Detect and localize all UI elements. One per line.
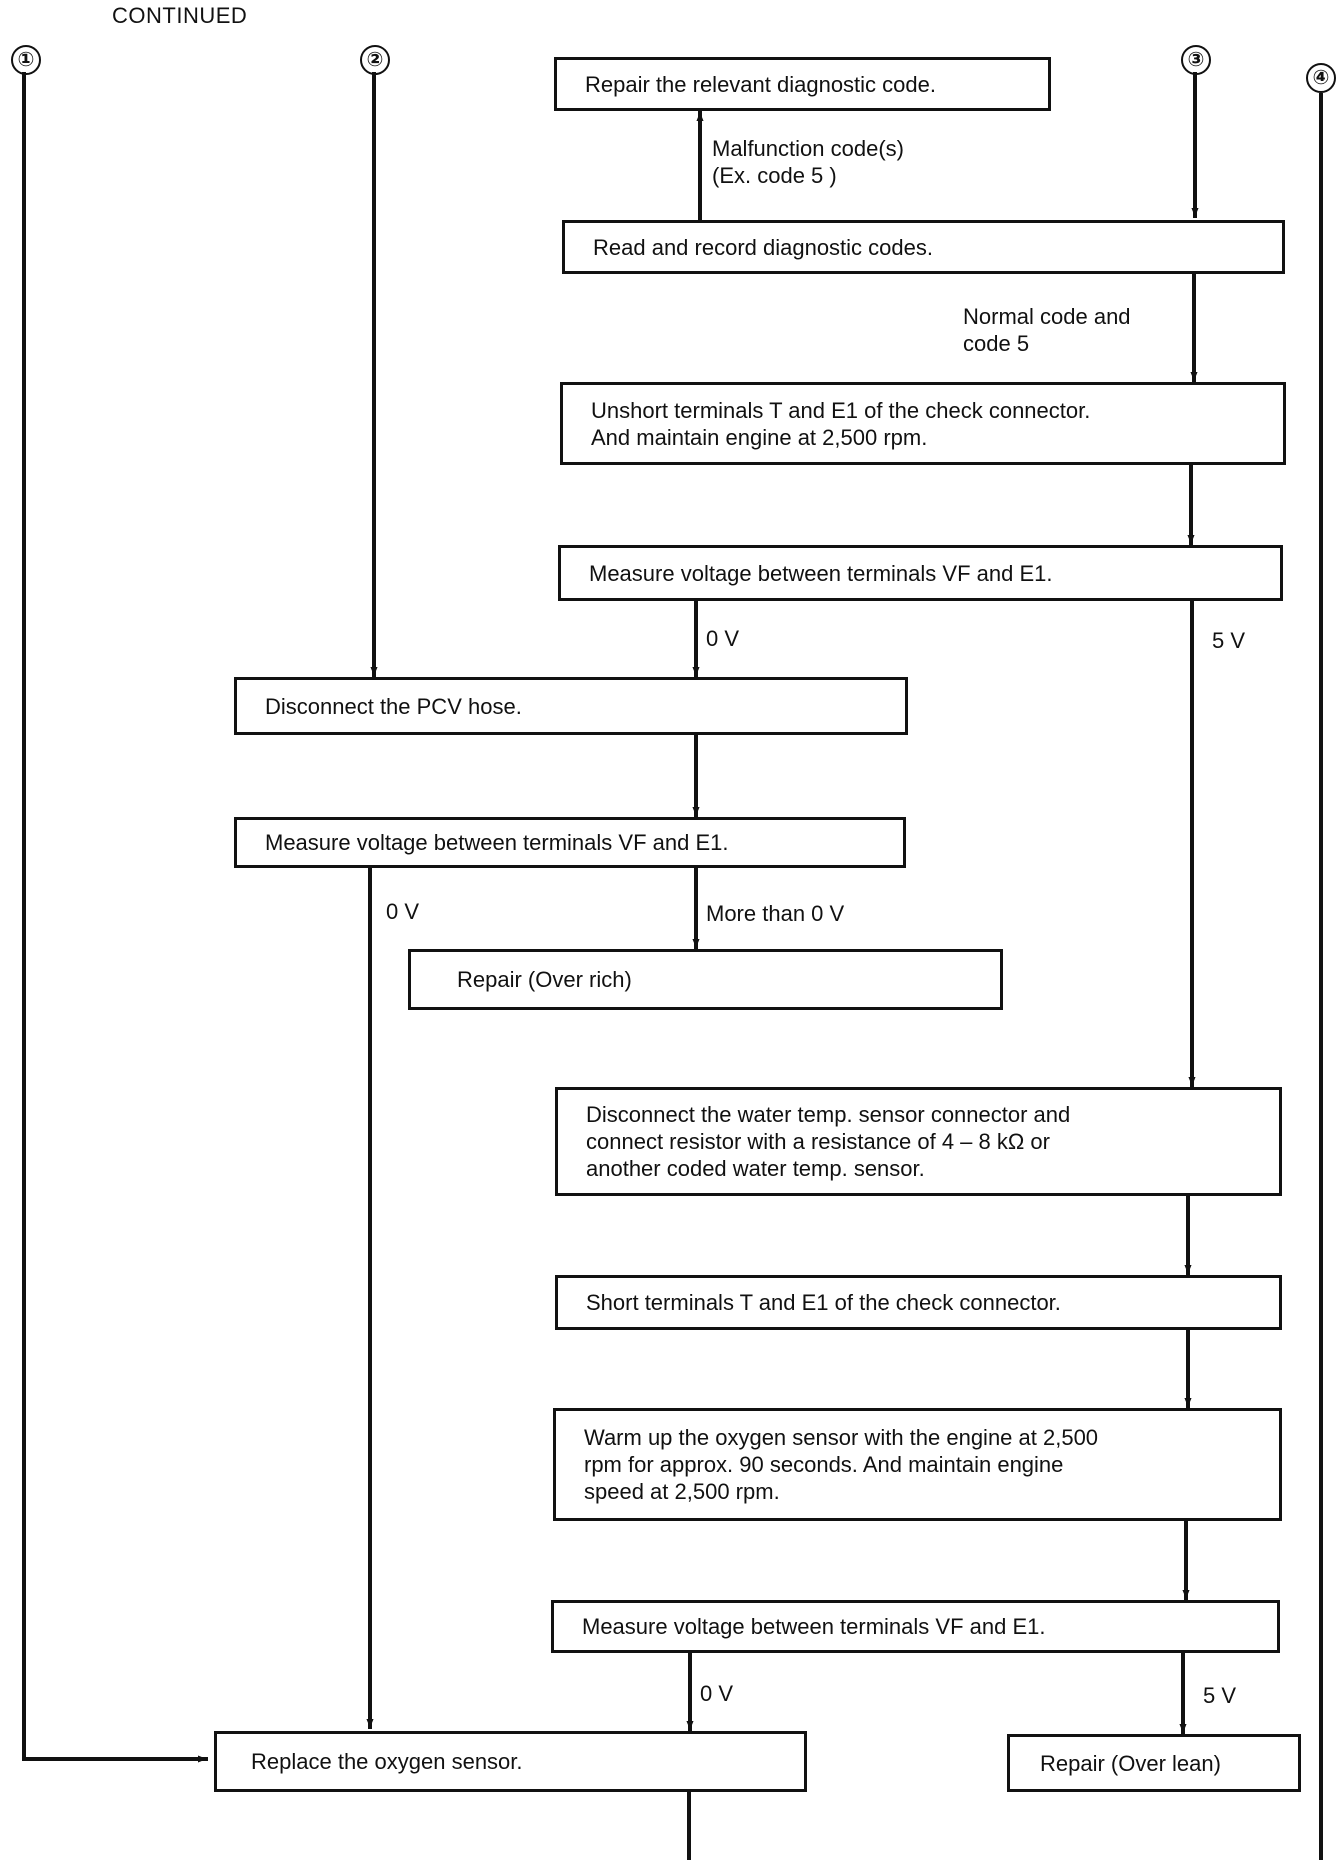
repair-diagnostic-code-box: Repair the relevant diagnostic code. bbox=[554, 57, 1051, 111]
malfunction-codes-label: Malfunction code(s) (Ex. code 5 ) bbox=[712, 136, 904, 188]
measure3-0v-label: 0 V bbox=[700, 1681, 734, 1706]
replace-oxygen-sensor-box: Replace the oxygen sensor. bbox=[214, 1731, 807, 1792]
normal-code-label: Normal code and code 5 bbox=[963, 304, 1131, 356]
continued-header: CONTINUED bbox=[112, 3, 248, 28]
connector-marker1-to-replace bbox=[22, 72, 208, 1763]
disconnect-water-temp-box: Disconnect the water temp. sensor connec… bbox=[555, 1087, 1282, 1196]
measure2-0v-label: 0 V bbox=[386, 899, 420, 924]
disconnect-pcv-hose-box: Disconnect the PCV hose. bbox=[234, 677, 908, 735]
measure1-5v-label: 5 V bbox=[1212, 628, 1246, 653]
marker-2: ② bbox=[360, 45, 390, 75]
marker-4: ④ bbox=[1306, 63, 1336, 93]
marker-1: ① bbox=[11, 45, 41, 75]
repair-over-rich-box: Repair (Over rich) bbox=[408, 949, 1003, 1010]
warm-up-oxygen-sensor-box: Warm up the oxygen sensor with the engin… bbox=[553, 1408, 1282, 1521]
connector-replace-to-marker4 bbox=[687, 93, 1323, 1860]
short-terminals-box: Short terminals T and E1 of the check co… bbox=[555, 1275, 1282, 1330]
measure-voltage-box-3: Measure voltage between terminals VF and… bbox=[551, 1600, 1280, 1653]
measure2-more-than-0v-label: More than 0 V bbox=[706, 901, 845, 926]
repair-over-lean-box: Repair (Over lean) bbox=[1007, 1734, 1301, 1792]
marker-3: ③ bbox=[1181, 45, 1211, 75]
measure3-5v-label: 5 V bbox=[1203, 1683, 1237, 1708]
measure-voltage-box-1: Measure voltage between terminals VF and… bbox=[558, 545, 1283, 601]
unshort-terminals-box: Unshort terminals T and E1 of the check … bbox=[560, 382, 1286, 465]
measure1-0v-label: 0 V bbox=[706, 626, 740, 651]
measure-voltage-box-2: Measure voltage between terminals VF and… bbox=[234, 817, 906, 868]
read-diagnostic-codes-box: Read and record diagnostic codes. bbox=[562, 220, 1285, 274]
